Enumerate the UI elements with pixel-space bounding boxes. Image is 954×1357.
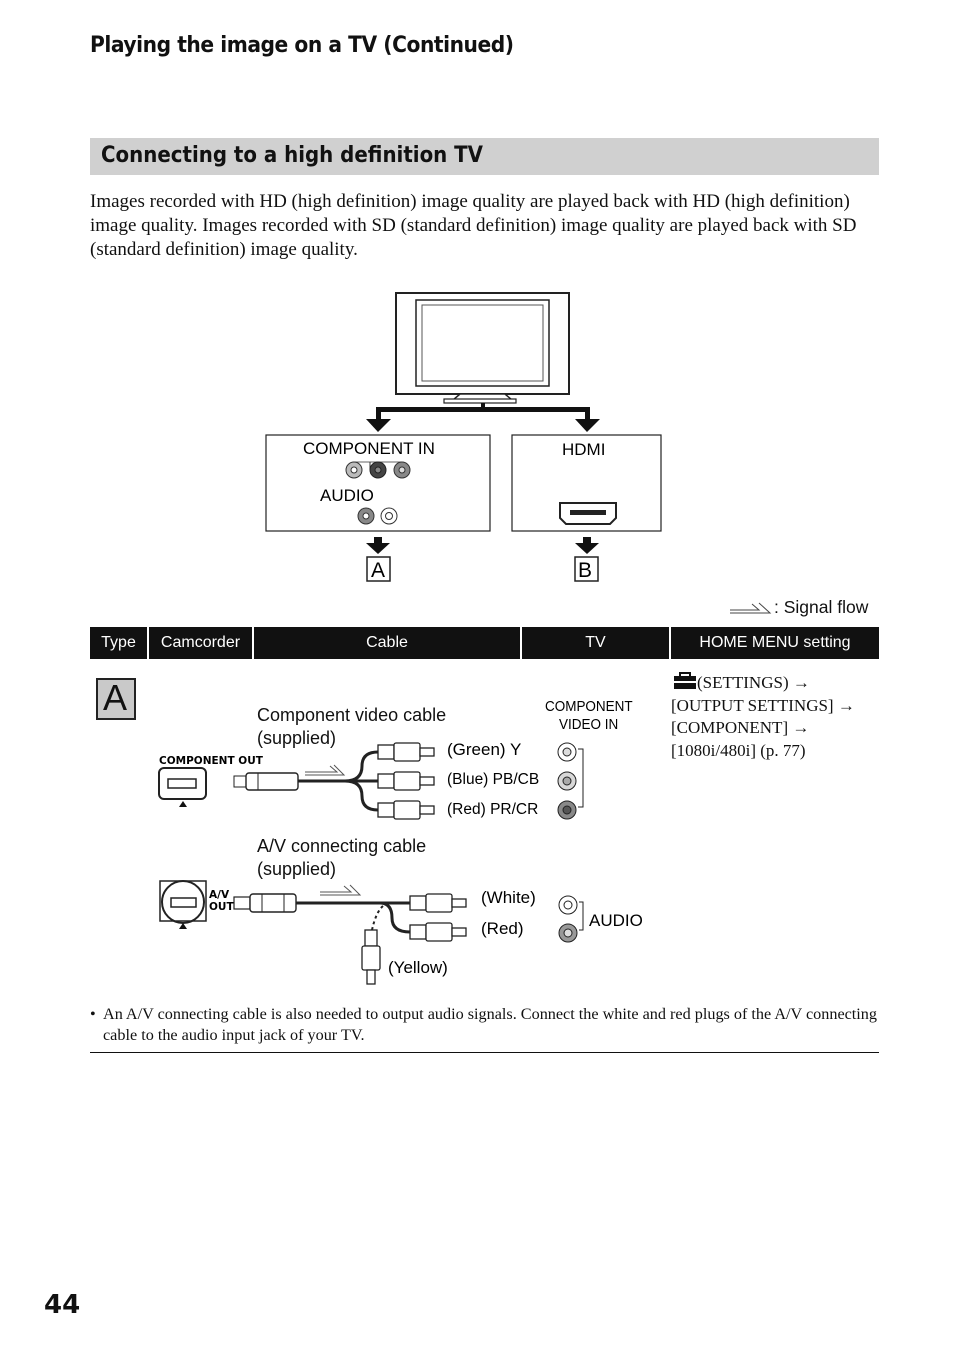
av-out-port [159,880,207,929]
tv-icon [395,292,570,404]
signal-flow-label: : Signal flow [774,597,869,617]
component-rca-plugs [377,742,435,820]
intro-paragraph: Images recorded with HD (high definition… [90,191,857,260]
av-out-label-2: OUT [209,901,234,913]
audio-label: AUDIO [320,486,374,505]
label-a: A [371,559,385,582]
component-jacks [345,461,411,479]
audio-jacks [357,507,398,525]
component-plug [233,772,345,791]
tv-audio-jacks [558,895,584,943]
component-in-label: COMPONENT IN [303,439,435,458]
signal-arrow-1 [305,764,346,776]
hdmi-label: HDMI [562,440,605,459]
component-cable-label: Component video cable (supplied) [257,705,447,748]
th-tv: TV [522,627,669,659]
av-out-label-1: A/V [209,889,230,901]
label-a-box [366,556,391,582]
tv-component-jacks [557,742,584,820]
page-header: Playing the image on a TV (Continued) [90,33,514,58]
branch-arrow [366,403,600,432]
av-branches [379,901,411,934]
signal-flow-icon [730,602,772,614]
green-y-label: (Green) Y [447,740,521,759]
th-home-menu: HOME MENU setting [671,627,879,659]
section-band: Connecting to a high definition TV [90,138,879,175]
red-label: (Red) [481,919,524,938]
tv-audio-label: AUDIO [589,911,643,930]
av-plug [233,893,380,913]
home-menu-setting: (SETTINGS) → [OUTPUT SETTINGS] → [COMPON… [671,672,881,762]
label-b-box [574,556,599,582]
bullet: • [90,1005,96,1023]
down-arrows [366,537,599,554]
component-in-box [265,434,491,532]
bottom-rule [90,1052,879,1053]
white-label: (White) [481,888,536,907]
toolbox-icon [674,672,696,689]
footnote-text: An A/V connecting cable is also needed t… [103,1005,877,1044]
av-rca-plugs [361,893,467,985]
yellow-label: (Yellow) [388,958,448,977]
component-branches [344,750,379,812]
th-type: Type [90,627,147,659]
component-video-in-label2: VIDEO IN [559,716,618,733]
component-video-in-label1: COMPONENT [545,698,633,715]
red-pr-label: (Red) PR/CR [447,801,538,818]
hdmi-port-icon [559,502,617,525]
yellow-cable-dotted [371,905,384,931]
row-label-a-box: A [96,678,136,720]
signal-arrow-2 [320,884,362,896]
setting-path: (SETTINGS) → [OUTPUT SETTINGS] → [COMPON… [671,673,855,760]
th-camcorder: Camcorder [149,627,252,659]
blue-pb-label: (Blue) PB/CB [447,771,539,788]
page-number: 44 [44,1290,81,1320]
section-title: Connecting to a high definition TV [101,143,484,168]
component-out-label: COMPONENT OUT [159,755,264,767]
av-cable-label: A/V connecting cable (supplied) [257,836,427,879]
footnote: • An A/V connecting cable is also needed… [90,1004,882,1045]
th-cable: Cable [254,627,520,659]
row-label-a: A [103,677,128,718]
label-b: B [578,559,592,582]
